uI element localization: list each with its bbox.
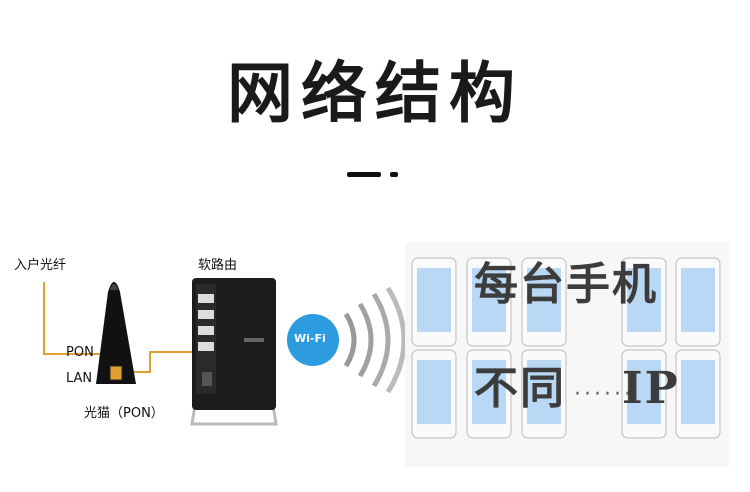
wifi-signal <box>287 286 407 394</box>
phone-area <box>405 242 729 467</box>
label-modem: 光猫（PON） <box>84 406 164 421</box>
network-diagram: 入户光纤 PON LAN 光猫（PON） 软路由 Wi-Fi 每台手机 不同 ·… <box>0 232 750 492</box>
label-lan: LAN <box>66 371 93 386</box>
soft-router <box>190 278 278 426</box>
optical-modem <box>96 282 136 384</box>
overlay-ip: IP <box>622 363 680 414</box>
overlay-different: 不同 <box>474 363 566 414</box>
phone-row-top <box>411 257 721 347</box>
title-underline-long <box>347 172 381 177</box>
label-router: 软路由 <box>198 258 238 273</box>
fiber-cable <box>43 282 110 355</box>
label-fiber-in: 入户光纤 <box>14 258 67 273</box>
overlay-each-phone: 每台手机 <box>474 259 658 310</box>
overlay-dots: ······ <box>574 382 634 407</box>
diagram-graphics <box>43 242 729 467</box>
label-pon: PON <box>66 345 94 360</box>
title-underline-short <box>390 172 398 177</box>
label-wifi: Wi-Fi <box>294 332 326 345</box>
lan-cable <box>120 351 205 373</box>
phone-row-bottom <box>411 349 721 439</box>
page-title: 网络结构 <box>227 55 523 132</box>
